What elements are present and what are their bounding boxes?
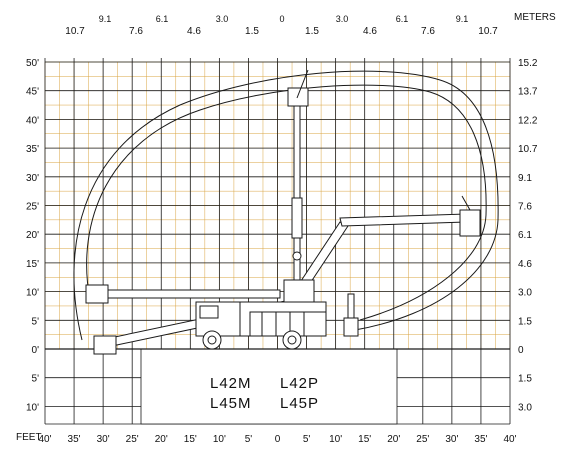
- bottom-feet-label: 15': [184, 434, 197, 445]
- left-feet-label: 5': [32, 316, 40, 327]
- model-label-3: L45M: [210, 395, 252, 412]
- top-meters-lower-label: 1.5: [245, 26, 259, 37]
- top-meters-lower-label: 4.6: [187, 26, 201, 37]
- right-meters-label: 3.0: [518, 288, 532, 299]
- left-feet-label: 10': [26, 402, 39, 413]
- bottom-feet-label: 10': [213, 434, 226, 445]
- feet-caption: FEET: [16, 432, 42, 443]
- left-feet-label: 10': [26, 288, 39, 299]
- top-meters-lower-label: 7.6: [129, 26, 143, 37]
- top-meters-upper-label: 3.0: [336, 14, 349, 24]
- left-feet-label: 50': [26, 58, 39, 69]
- top-meters-upper-label: 9.1: [456, 14, 469, 24]
- top-meters-upper-label: 3.0: [216, 14, 229, 24]
- bottom-feet-label: 10': [329, 434, 342, 445]
- right-meters-label: 7.6: [518, 202, 532, 213]
- top-meters-upper-label: 0: [279, 14, 284, 24]
- model-label-2: L42P: [280, 375, 319, 392]
- left-feet-label: 0': [32, 345, 40, 356]
- top-meters-upper-label: 9.1: [99, 14, 112, 24]
- left-feet-label: 30': [26, 173, 39, 184]
- envelope-outer-curve: [73, 70, 499, 341]
- model-label-4: L45P: [280, 395, 319, 412]
- bottom-feet-label: 30': [445, 434, 458, 445]
- truck: [195, 279, 327, 350]
- top-meters-lower-label: 1.5: [305, 26, 319, 37]
- bottom-feet-label: 35': [68, 434, 81, 445]
- right-meters-label: 6.1: [518, 230, 532, 241]
- meters-caption: METERS: [514, 12, 556, 23]
- bottom-feet-label: 35': [474, 434, 487, 445]
- top-meters-upper-label: 6.1: [396, 14, 409, 24]
- bottom-feet-label: 40': [503, 434, 516, 445]
- right-meters-label: 0: [518, 345, 524, 356]
- boom-right: [294, 195, 481, 337]
- top-meters-upper-label: 6.1: [156, 14, 169, 24]
- right-meters-label: 13.7: [518, 87, 538, 98]
- axis-labels: 50' 45' 40' 35' 30' 25' 20' 15' 10' 5' 0' 5' 10' 15.2…: [26, 14, 538, 445]
- model-label-box: [140, 348, 398, 425]
- bottom-feet-label: 25': [416, 434, 429, 445]
- right-meters-label: 1.5: [518, 316, 532, 327]
- left-feet-label: 20': [26, 230, 39, 241]
- left-feet-label: 40': [26, 115, 39, 126]
- right-meters-label: 4.6: [518, 259, 532, 270]
- left-feet-label: 45': [26, 87, 39, 98]
- bottom-feet-label: 0: [275, 434, 281, 445]
- left-feet-label: 25': [26, 202, 39, 213]
- bottom-feet-label: 25': [126, 434, 139, 445]
- left-feet-label: 15': [26, 259, 39, 270]
- boom-vertical: [287, 69, 309, 299]
- bottom-feet-label: 30': [97, 434, 110, 445]
- right-meters-label: 15.2: [518, 58, 538, 69]
- top-meters-lower-label: 10.7: [478, 26, 498, 37]
- bottom-feet-label: 5': [245, 434, 253, 445]
- right-meters-label: 9.1: [518, 173, 532, 184]
- bottom-feet-label: 5': [303, 434, 311, 445]
- bottom-feet-label: 40': [38, 434, 51, 445]
- top-meters-lower-label: 4.6: [363, 26, 377, 37]
- right-meters-label: 1.5: [518, 374, 532, 385]
- left-feet-label: 35': [26, 144, 39, 155]
- top-meters-lower-label: 7.6: [421, 26, 435, 37]
- right-meters-label: 3.0: [518, 402, 532, 413]
- top-meters-lower-label: 10.7: [65, 26, 85, 37]
- left-feet-label: 5': [32, 374, 40, 385]
- envelope-inner-curve: [86, 84, 487, 321]
- right-meters-label: 12.2: [518, 115, 538, 126]
- model-label-1: L42M: [210, 375, 252, 392]
- bottom-feet-label: 15': [358, 434, 371, 445]
- bottom-feet-label: 20': [155, 434, 168, 445]
- bottom-feet-label: 20': [387, 434, 400, 445]
- right-meters-label: 10.7: [518, 144, 538, 155]
